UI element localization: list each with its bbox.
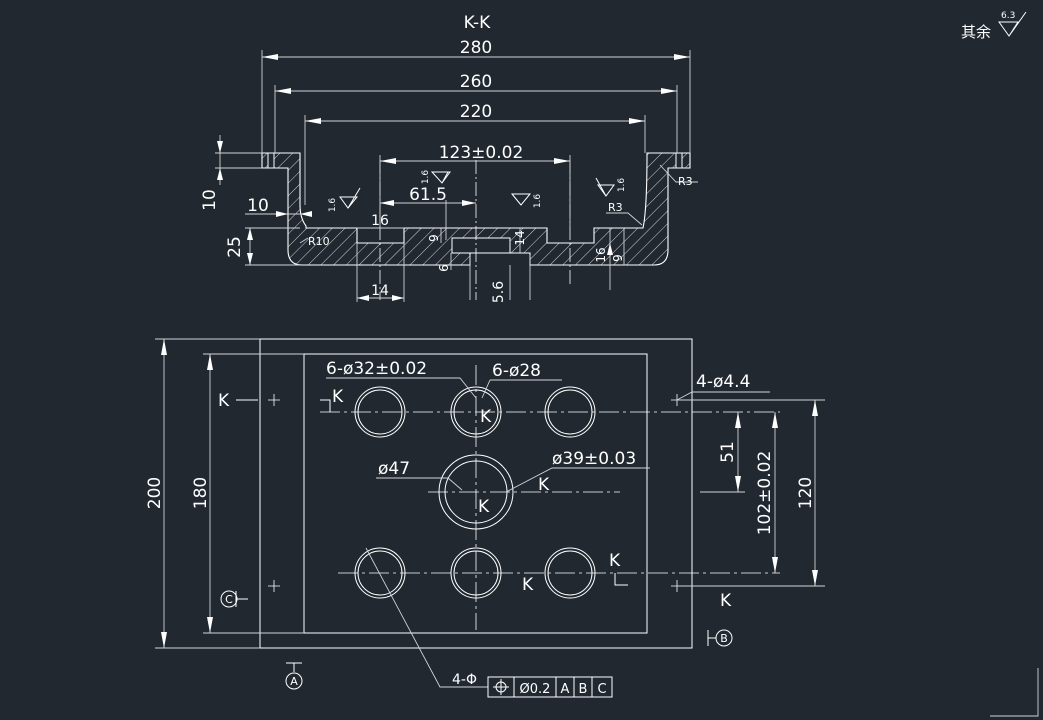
- section-mark-k-2: K: [332, 387, 344, 407]
- section-mark-k-7: K: [609, 551, 621, 571]
- datum-b: B: [707, 629, 733, 647]
- surface-finish-label: 其余: [961, 23, 991, 41]
- roughness-mark-1: 1.6: [328, 187, 361, 213]
- tolerance-value: Ø0.2: [520, 682, 551, 697]
- cavity-outline: [303, 353, 648, 634]
- hole-r2-c1: [354, 547, 406, 599]
- datum-a: A: [285, 662, 303, 690]
- dim-220: 220: [460, 102, 492, 122]
- hole-r1-c2: [450, 386, 502, 438]
- dim-10-vertical: 10: [200, 189, 220, 211]
- dim-9-left: 9: [427, 234, 441, 242]
- radius-r3-top: R3: [678, 175, 693, 188]
- tolerance-ref-c: C: [597, 682, 606, 697]
- end-hole-left: [267, 152, 275, 169]
- section-mark-k-8: K: [720, 591, 732, 611]
- dim-9-right: 9: [611, 254, 625, 262]
- plan-view: 200 180 51 102±0.02 120 6-ø32±0.02 6-ø28…: [145, 338, 825, 698]
- callout-4-hole-4-4: 4-ø4.4: [696, 372, 750, 392]
- svg-text:C: C: [225, 593, 233, 606]
- callout-hole-39: ø39±0.03: [552, 449, 636, 469]
- dim-16-horizontal: 16: [371, 213, 389, 229]
- section-title: K-K: [464, 13, 491, 33]
- hole-r2-c2: [450, 547, 502, 599]
- dim-16-vertical: 16: [594, 247, 608, 262]
- hole-center-39: [444, 460, 508, 524]
- dim-102: 102±0.02: [755, 451, 775, 536]
- svg-text:1.6: 1.6: [328, 198, 338, 213]
- surface-finish-value: 6.3: [1001, 11, 1015, 21]
- dim-6: 6: [437, 264, 451, 272]
- center-pocket: [451, 237, 511, 254]
- tolerance-ref-b: B: [579, 682, 588, 697]
- svg-text:A: A: [290, 675, 298, 688]
- dim-5-6: 5.6: [491, 281, 507, 303]
- hole-r1-c3: [544, 386, 596, 438]
- dim-14-vertical: 14: [513, 230, 527, 245]
- roughness-mark-2: 1.6: [421, 170, 451, 185]
- section-mark-k-6: K: [522, 575, 534, 595]
- dim-10-horizontal: 10: [247, 196, 269, 216]
- radius-r3-inner: R3: [608, 201, 623, 214]
- radius-r10: R10: [308, 235, 330, 248]
- ucs-corner-icon: [990, 668, 1039, 717]
- dim-61-5: 61.5: [409, 185, 447, 205]
- dim-200: 200: [145, 477, 165, 509]
- plate-outline: [259, 338, 693, 649]
- roughness-symbol-icon: [998, 11, 1027, 37]
- dim-180: 180: [191, 477, 211, 509]
- svg-text:1.6: 1.6: [421, 170, 431, 185]
- svg-text:B: B: [720, 632, 728, 645]
- surface-finish-note: 其余 6.3: [961, 11, 1027, 41]
- roughness-mark-3: 1.6: [510, 193, 543, 209]
- callout-hole-47: ø47: [378, 459, 410, 479]
- hole-r1-c1: [354, 386, 406, 438]
- dim-14-bottom: 14: [371, 283, 389, 299]
- svg-text:1.6: 1.6: [617, 178, 627, 193]
- dim-123: 123±0.02: [439, 143, 524, 163]
- hole-r2-c3: [544, 547, 596, 599]
- tolerance-ref-a: A: [561, 682, 570, 697]
- dim-280: 280: [460, 38, 492, 58]
- roughness-mark-4: 1.6: [595, 178, 627, 197]
- section-mark-k-5: K: [478, 497, 490, 517]
- datum-c: C: [220, 590, 248, 608]
- callout-6-hole-32: 6-ø32±0.02: [326, 359, 427, 379]
- section-mark-k-1: K: [218, 391, 230, 411]
- tolerance-frame: 4-Φ Ø0.2 A B C: [365, 547, 613, 698]
- end-hole-right: [675, 152, 683, 169]
- dim-25: 25: [225, 236, 245, 258]
- section-mark-k-3: K: [480, 407, 492, 427]
- dim-51: 51: [718, 441, 738, 463]
- section-mark-k-4: K: [538, 475, 550, 495]
- dim-120: 120: [796, 477, 816, 509]
- hole-center-47: [438, 454, 514, 530]
- tolerance-lead: 4-Φ: [452, 672, 477, 688]
- svg-text:1.6: 1.6: [533, 194, 543, 209]
- section-view: 280 260 220 123±0.02 61.5 10 10 25 16: [200, 38, 698, 303]
- dim-260: 260: [460, 72, 492, 92]
- callout-6-hole-28: 6-ø28: [492, 361, 541, 381]
